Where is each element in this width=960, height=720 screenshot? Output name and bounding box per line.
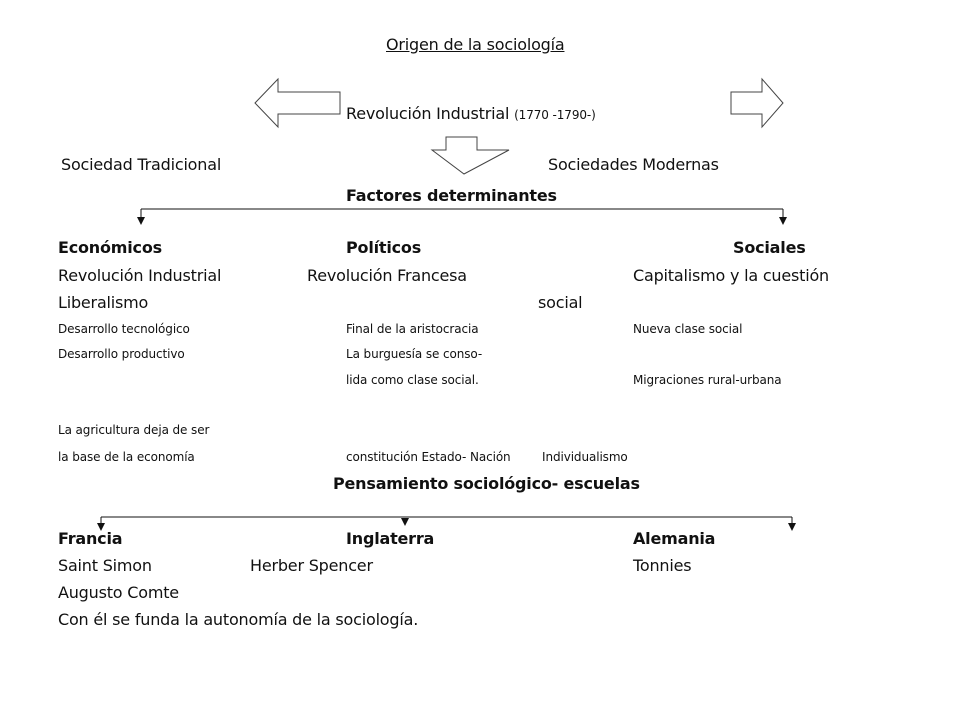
economicos-item: Liberalismo: [58, 293, 149, 312]
down-arrow-icon: [430, 136, 510, 175]
politicos-item: Final de la aristocracia: [346, 322, 479, 336]
sociales-item: Migraciones rural-urbana: [633, 373, 782, 387]
page-title: Origen de la sociología: [386, 35, 565, 54]
politicos-item: Revolución Francesa: [307, 266, 467, 285]
sociedad-tradicional: Sociedad Tradicional: [61, 155, 222, 174]
factores-arrowhead-left: [137, 217, 145, 225]
francia-item: Con él se funda la autonomía de la socio…: [58, 610, 419, 629]
economicos-item: La agricultura deja de ser: [58, 423, 210, 437]
economicos-header: Económicos: [58, 238, 162, 257]
inglaterra-item: Herber Spencer: [250, 556, 373, 575]
politicos-header: Políticos: [346, 238, 422, 257]
sociedades-modernas: Sociedades Modernas: [548, 155, 719, 174]
sociales-header: Sociales: [733, 238, 806, 257]
politicos-item: lida como clase social.: [346, 373, 479, 387]
sociales-item: social: [538, 293, 583, 312]
sociales-item: Capitalismo y la cuestión: [633, 266, 830, 285]
factores-arrowhead-right: [779, 217, 787, 225]
escuelas-arrowhead-middle: [401, 518, 409, 526]
revolucion-heading: Revolución Industrial (1770 -1790-): [346, 106, 596, 122]
economicos-item: Desarrollo productivo: [58, 347, 185, 361]
right-arrow-icon: [730, 77, 784, 129]
economicos-item: Desarrollo tecnológico: [58, 322, 190, 336]
left-arrow-icon: [254, 77, 341, 129]
francia-header: Francia: [58, 529, 123, 548]
escuelas-arrowhead-right: [788, 523, 796, 531]
politicos-item: La burguesía se conso-: [346, 347, 483, 361]
pensamiento-heading: Pensamiento sociológico- escuelas: [333, 474, 640, 493]
francia-item: Augusto Comte: [58, 583, 179, 602]
alemania-item: Tonnies: [633, 556, 692, 575]
escuelas-arrowhead-left: [97, 523, 105, 531]
economicos-item: la base de la economía: [58, 450, 195, 464]
revolucion-years: (1770 -1790-): [514, 108, 596, 122]
alemania-header: Alemania: [633, 529, 716, 548]
inglaterra-header: Inglaterra: [346, 529, 435, 548]
factores-connector: [140, 208, 784, 217]
politicos-item: constitución Estado- Nación: [346, 450, 511, 464]
revolucion-label: Revolución Industrial: [346, 104, 510, 123]
sociales-item: Nueva clase social: [633, 322, 743, 336]
sociales-item: Individualismo: [542, 450, 628, 464]
francia-item: Saint Simon: [58, 556, 152, 575]
factores-heading: Factores determinantes: [346, 186, 557, 205]
escuelas-connector: [100, 516, 793, 523]
economicos-item: Revolución Industrial: [58, 266, 222, 285]
